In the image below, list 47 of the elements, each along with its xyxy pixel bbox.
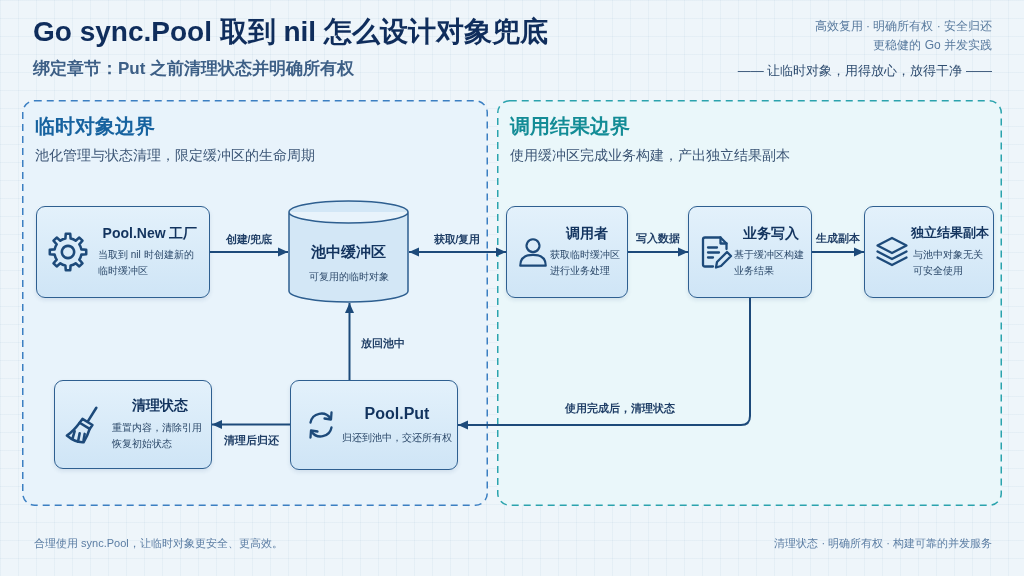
- process-box: [54, 380, 212, 469]
- arrow: [209, 247, 289, 257]
- arrow: [457, 297, 751, 430]
- edge-label: 获取/复用: [433, 233, 481, 247]
- dashed-region: [22, 100, 488, 506]
- title: Go sync.Pool 取到 nil 怎么设计对象兜底: [33, 15, 548, 49]
- box-title: 业务写入: [743, 224, 799, 242]
- edge-label: 使用完成后，清理状态: [565, 402, 675, 416]
- edge-label: 创建/兜底: [225, 233, 273, 247]
- box-text: 获取临时缓冲区进行业务处理: [550, 248, 621, 279]
- process-box: [506, 206, 628, 298]
- arrow: [627, 247, 689, 257]
- arrow: [345, 302, 354, 381]
- footer-note: 清理状态 · 明确所有权 · 构建可靠的并发服务: [774, 537, 992, 551]
- box-text: 当取到 nil 时创建新的临时缓冲区: [98, 248, 195, 279]
- tagline: 高效复用 · 明确所有权 · 安全归还: [814, 19, 992, 34]
- process-box: [864, 206, 994, 298]
- box-title: Pool.Put: [364, 404, 430, 424]
- process-box: [290, 380, 458, 470]
- region-subtitle: 池化管理与状态清理，限定缓冲区的生命周期: [35, 147, 315, 165]
- box-title: 调用者: [566, 224, 608, 242]
- process-box: [688, 206, 812, 298]
- edge-label: 清理后归还: [223, 434, 279, 448]
- dashed-region: [497, 100, 1002, 506]
- arrow: [408, 247, 507, 257]
- subtitle: 绑定章节：Put 之前清理状态并明确所有权: [33, 58, 355, 80]
- arrow: [211, 420, 291, 429]
- box-text: 归还到池中，交还所有权: [342, 430, 452, 445]
- box-text: 重置内容，清除引用恢复初始状态: [111, 420, 203, 451]
- footer-note: 合理使用 sync.Pool，让临时对象更安全、更高效。: [34, 537, 283, 551]
- edge-label: 放回池中: [361, 337, 405, 351]
- box-title: Pool.New 工厂: [102, 224, 198, 242]
- box-text: 基于缓冲区构建业务结果: [734, 248, 805, 279]
- box-title: 清理状态: [132, 397, 188, 414]
- edge-label: 生成副本: [816, 232, 860, 246]
- box-title: 独立结果副本: [911, 225, 989, 241]
- tagline: 更稳健的 Go 并发实践: [873, 38, 992, 53]
- box-text: 可复用的临时对象: [308, 269, 389, 284]
- box-title: 池中缓冲区: [311, 242, 386, 261]
- box-text: 与池中对象无关可安全使用: [913, 247, 984, 278]
- arrow: [811, 247, 865, 257]
- region-title: 调用结果边界: [510, 114, 630, 139]
- edge-label: 写入数据: [636, 232, 680, 246]
- region-subtitle: 使用缓冲区完成业务构建，产出独立结果副本: [510, 147, 790, 165]
- region-title: 临时对象边界: [35, 114, 155, 139]
- slogan: —— 让临时对象，用得放心，放得干净 ——: [737, 63, 992, 80]
- process-box: [36, 206, 210, 298]
